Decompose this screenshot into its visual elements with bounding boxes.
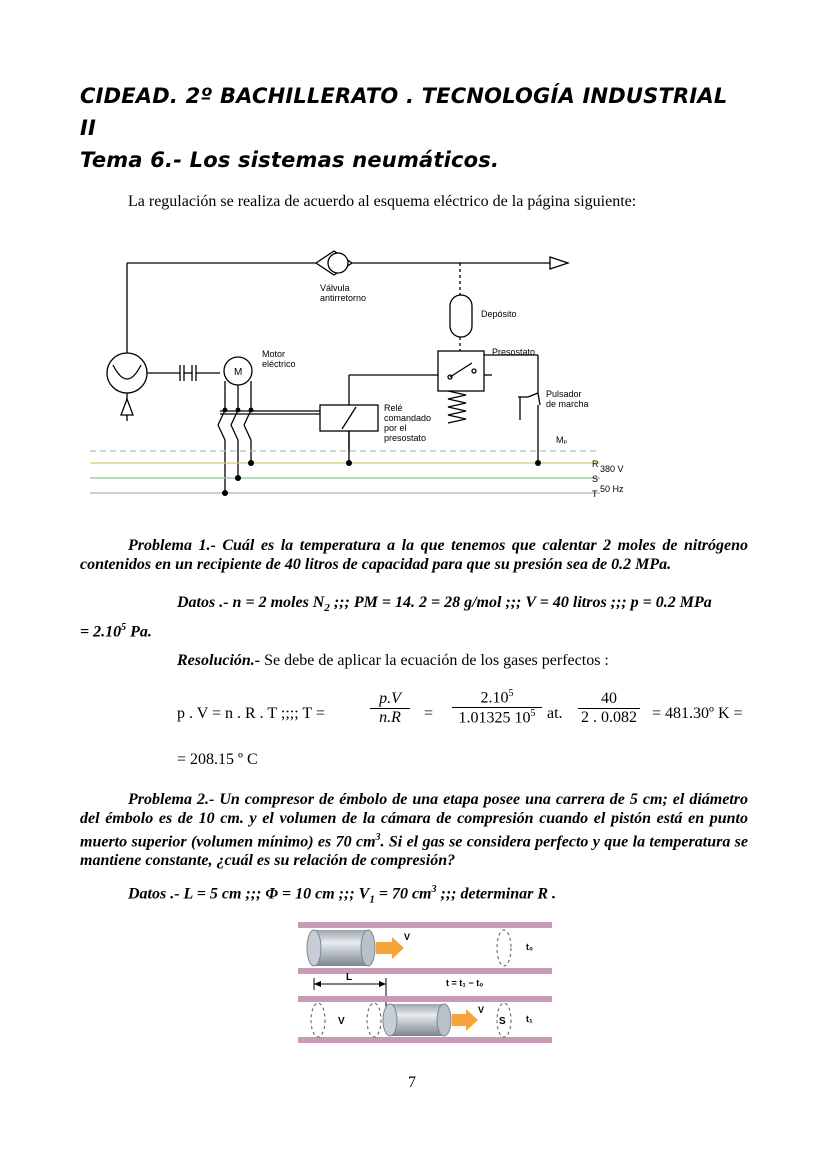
time-interval-label: t = t₁ − t₀ [446, 978, 483, 988]
problem-1-text: Problema 1.- Cuál es la temperatura a la… [80, 537, 748, 573]
time-t1-label: t₁ [526, 1014, 533, 1024]
equation-at: at. [547, 705, 563, 722]
fraction-volume: 40 2 . 0.082 [578, 690, 640, 727]
equation-result: = 481.30º K = [652, 705, 743, 722]
line-r-label: R [592, 459, 599, 469]
piston-stroke-diagram: V t₀ L t = t₁ − t₀ V V S t₁ [298, 922, 552, 1043]
velocity-label-top: V [404, 932, 410, 942]
pressure-switch-label: Presostato [492, 347, 535, 357]
time-t0-label: t₀ [526, 942, 533, 952]
relay-label-line-2: comandado [384, 413, 431, 423]
relay-label-line-4: presostato [384, 433, 426, 443]
problem-1-data: Datos .- n = 2 moles N2 ;;; PM = 14. 2 =… [80, 594, 712, 641]
fraction-pv-nr: p.V n.R [370, 690, 410, 727]
motor-label-line-1: Motor [262, 349, 285, 359]
problem-1-resolution: Resolución.- Se debe de aplicar la ecuac… [177, 652, 609, 669]
electrical-scheme-diagram: Válvula antirretorno Depósito Presostato… [90, 250, 624, 499]
page-number: 7 [408, 1074, 416, 1091]
valve-label-line-2: antirretorno [320, 293, 366, 303]
button-label-line-2: de marcha [546, 399, 589, 409]
mp-label: Mₚ [556, 435, 567, 445]
equation-celsius: = 208.15 º C [177, 751, 258, 768]
tank-label: Depósito [481, 309, 517, 319]
document-header-line-1: CIDEAD. 2º BACHILLERATO . TECNOLOGÍA IND… [80, 84, 728, 108]
problem-1-statement: Problema 1.- Cuál es la temperatura a la… [80, 536, 748, 574]
document-header-line-2: II [80, 116, 97, 140]
button-label-line-1: Pulsador [546, 389, 582, 399]
problem-2-data: Datos .- L = 5 cm ;;; Φ = 10 cm ;;; V1 =… [128, 884, 557, 906]
frequency-label: 50 Hz [600, 484, 624, 494]
intro-paragraph: La regulación se realiza de acuerdo al e… [128, 193, 637, 210]
volume-label: V [338, 1016, 345, 1027]
velocity-label-bottom: V [478, 1005, 484, 1015]
fraction-pressure: 2.105 1.01325 105 [452, 688, 542, 728]
section-s-label: S [499, 1016, 506, 1027]
line-t-label: T [592, 489, 598, 499]
valve-label-line-1: Válvula [320, 283, 350, 293]
stroke-length-label: L [346, 972, 352, 983]
motor-symbol: M [234, 367, 242, 378]
motor-label-line-2: eléctrico [262, 359, 296, 369]
voltage-label: 380 V [600, 464, 624, 474]
line-s-label: S [592, 474, 598, 484]
topic-title: Tema 6.- Los sistemas neumáticos. [80, 148, 500, 172]
relay-label-line-3: por el [384, 423, 407, 433]
resolution-label: Resolución.- [177, 652, 261, 669]
problem-2-statement: Problema 2.- Un compresor de émbolo de u… [80, 791, 749, 870]
equation-left: p . V = n . R . T ;;;; T = [177, 705, 325, 722]
equation-equals: = [424, 705, 434, 722]
relay-label-line-1: Relé [384, 403, 403, 413]
